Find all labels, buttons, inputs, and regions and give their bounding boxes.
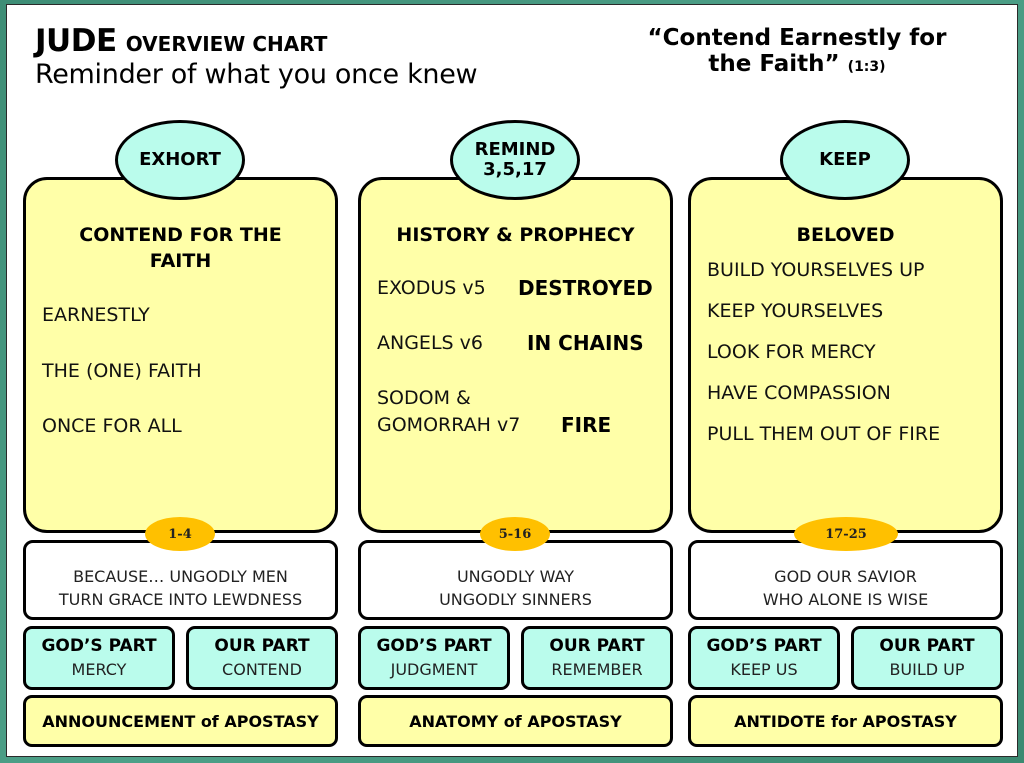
page-title-suffix: OVERVIEW CHART: [125, 32, 328, 56]
our-part-box: OUR PART BUILD UP: [851, 626, 1003, 690]
summary-line: UNGODLY SINNERS: [439, 590, 592, 609]
gods-part-box: GOD’S PART KEEP US: [688, 626, 840, 690]
our-part-box: OUR PART CONTEND: [186, 626, 338, 690]
summary-line: GOD OUR SAVIOR: [774, 567, 917, 586]
main-card: HISTORY & PROPHECY EXODUS v5 DESTROYED A…: [358, 177, 673, 533]
footer-box: ANNOUNCEMENT of APOSTASY: [23, 695, 338, 747]
section-label: EXHORT: [139, 149, 221, 170]
gods-part-label: GOD’S PART: [376, 636, 492, 656]
summary-box: UNGODLY WAY UNGODLY SINNERS: [358, 540, 673, 620]
main-card: BELOVED BUILD YOURSELVES UP KEEP YOURSEL…: [688, 177, 1003, 533]
row-left: ANGELS v6: [377, 332, 483, 354]
row-right: FIRE: [561, 413, 612, 437]
footer-box: ANTIDOTE for APOSTASY: [688, 695, 1003, 747]
our-part-label: OUR PART: [549, 636, 645, 656]
summary-line: TURN GRACE INTO LEWDNESS: [58, 590, 303, 609]
our-part-box: OUR PART REMEMBER: [521, 626, 673, 690]
gods-part-label: GOD’S PART: [706, 636, 822, 656]
page-subtitle: Reminder of what you once knew: [35, 59, 478, 90]
row-right: IN CHAINS: [527, 331, 644, 355]
theme-quote: “Contend Earnestly for the Faith” (1:3): [607, 25, 987, 80]
list-item: THE (ONE) FAITH: [42, 360, 202, 382]
list-item: HAVE COMPASSION: [707, 382, 891, 404]
page-title: JUDE: [35, 23, 117, 59]
row-left: GOMORRAH v7: [377, 414, 521, 436]
summary-box: BECAUSE… UNGODLY MEN TURN GRACE INTO LEW…: [23, 540, 338, 620]
summary-line: WHO ALONE IS WISE: [762, 590, 929, 609]
section-label: KEEP: [819, 149, 871, 170]
quote-line-2: the Faith”: [708, 51, 840, 77]
section-label: REMIND: [474, 139, 556, 160]
card-heading: HISTORY & PROPHECY: [396, 224, 635, 246]
gods-part-value: JUDGMENT: [390, 660, 478, 679]
our-part-label: OUR PART: [214, 636, 310, 656]
gods-part-value: MERCY: [71, 660, 127, 679]
gods-part-label: GOD’S PART: [41, 636, 157, 656]
our-part-label: OUR PART: [879, 636, 975, 656]
section-oval: EXHORT: [115, 120, 245, 200]
card-heading: CONTEND FOR THE FAITH: [79, 224, 282, 272]
section-oval: REMIND 3,5,17: [450, 120, 580, 200]
our-part-value: CONTEND: [222, 660, 302, 679]
list-item: BUILD YOURSELVES UP: [707, 259, 925, 281]
quote-reference: (1:3): [847, 59, 886, 75]
main-card: CONTEND FOR THE FAITH EARNESTLY THE (ONE…: [23, 177, 338, 533]
list-item: KEEP YOURSELVES: [707, 300, 884, 322]
section-verses: 3,5,17: [483, 159, 547, 180]
section-oval: KEEP: [780, 120, 910, 200]
footer-box: ANATOMY of APOSTASY: [358, 695, 673, 747]
gods-part-box: GOD’S PART MERCY: [23, 626, 175, 690]
row-left: EXODUS v5: [377, 277, 486, 299]
gods-part-box: GOD’S PART JUDGMENT: [358, 626, 510, 690]
quote-line-1: “Contend Earnestly for: [647, 25, 947, 51]
verse-range-badge: 1-4: [145, 517, 215, 551]
title-block: JUDE OVERVIEW CHART Reminder of what you…: [35, 23, 478, 91]
our-part-value: REMEMBER: [551, 660, 643, 679]
our-part-value: BUILD UP: [889, 660, 965, 679]
row-left-line1: SODOM &: [377, 387, 471, 409]
verse-range-badge: 5-16: [480, 517, 550, 551]
summary-line: BECAUSE… UNGODLY MEN: [73, 567, 288, 586]
verse-range-badge: 17-25: [794, 517, 898, 551]
list-item: EARNESTLY: [42, 304, 150, 326]
row-right: DESTROYED: [518, 276, 653, 300]
gods-part-value: KEEP US: [730, 660, 798, 679]
list-item: PULL THEM OUT OF FIRE: [707, 423, 941, 445]
list-item: LOOK FOR MERCY: [707, 341, 876, 363]
summary-line: UNGODLY WAY: [456, 567, 575, 586]
card-heading: BELOVED: [796, 224, 895, 246]
summary-box: GOD OUR SAVIOR WHO ALONE IS WISE: [688, 540, 1003, 620]
list-item: ONCE FOR ALL: [42, 415, 182, 437]
